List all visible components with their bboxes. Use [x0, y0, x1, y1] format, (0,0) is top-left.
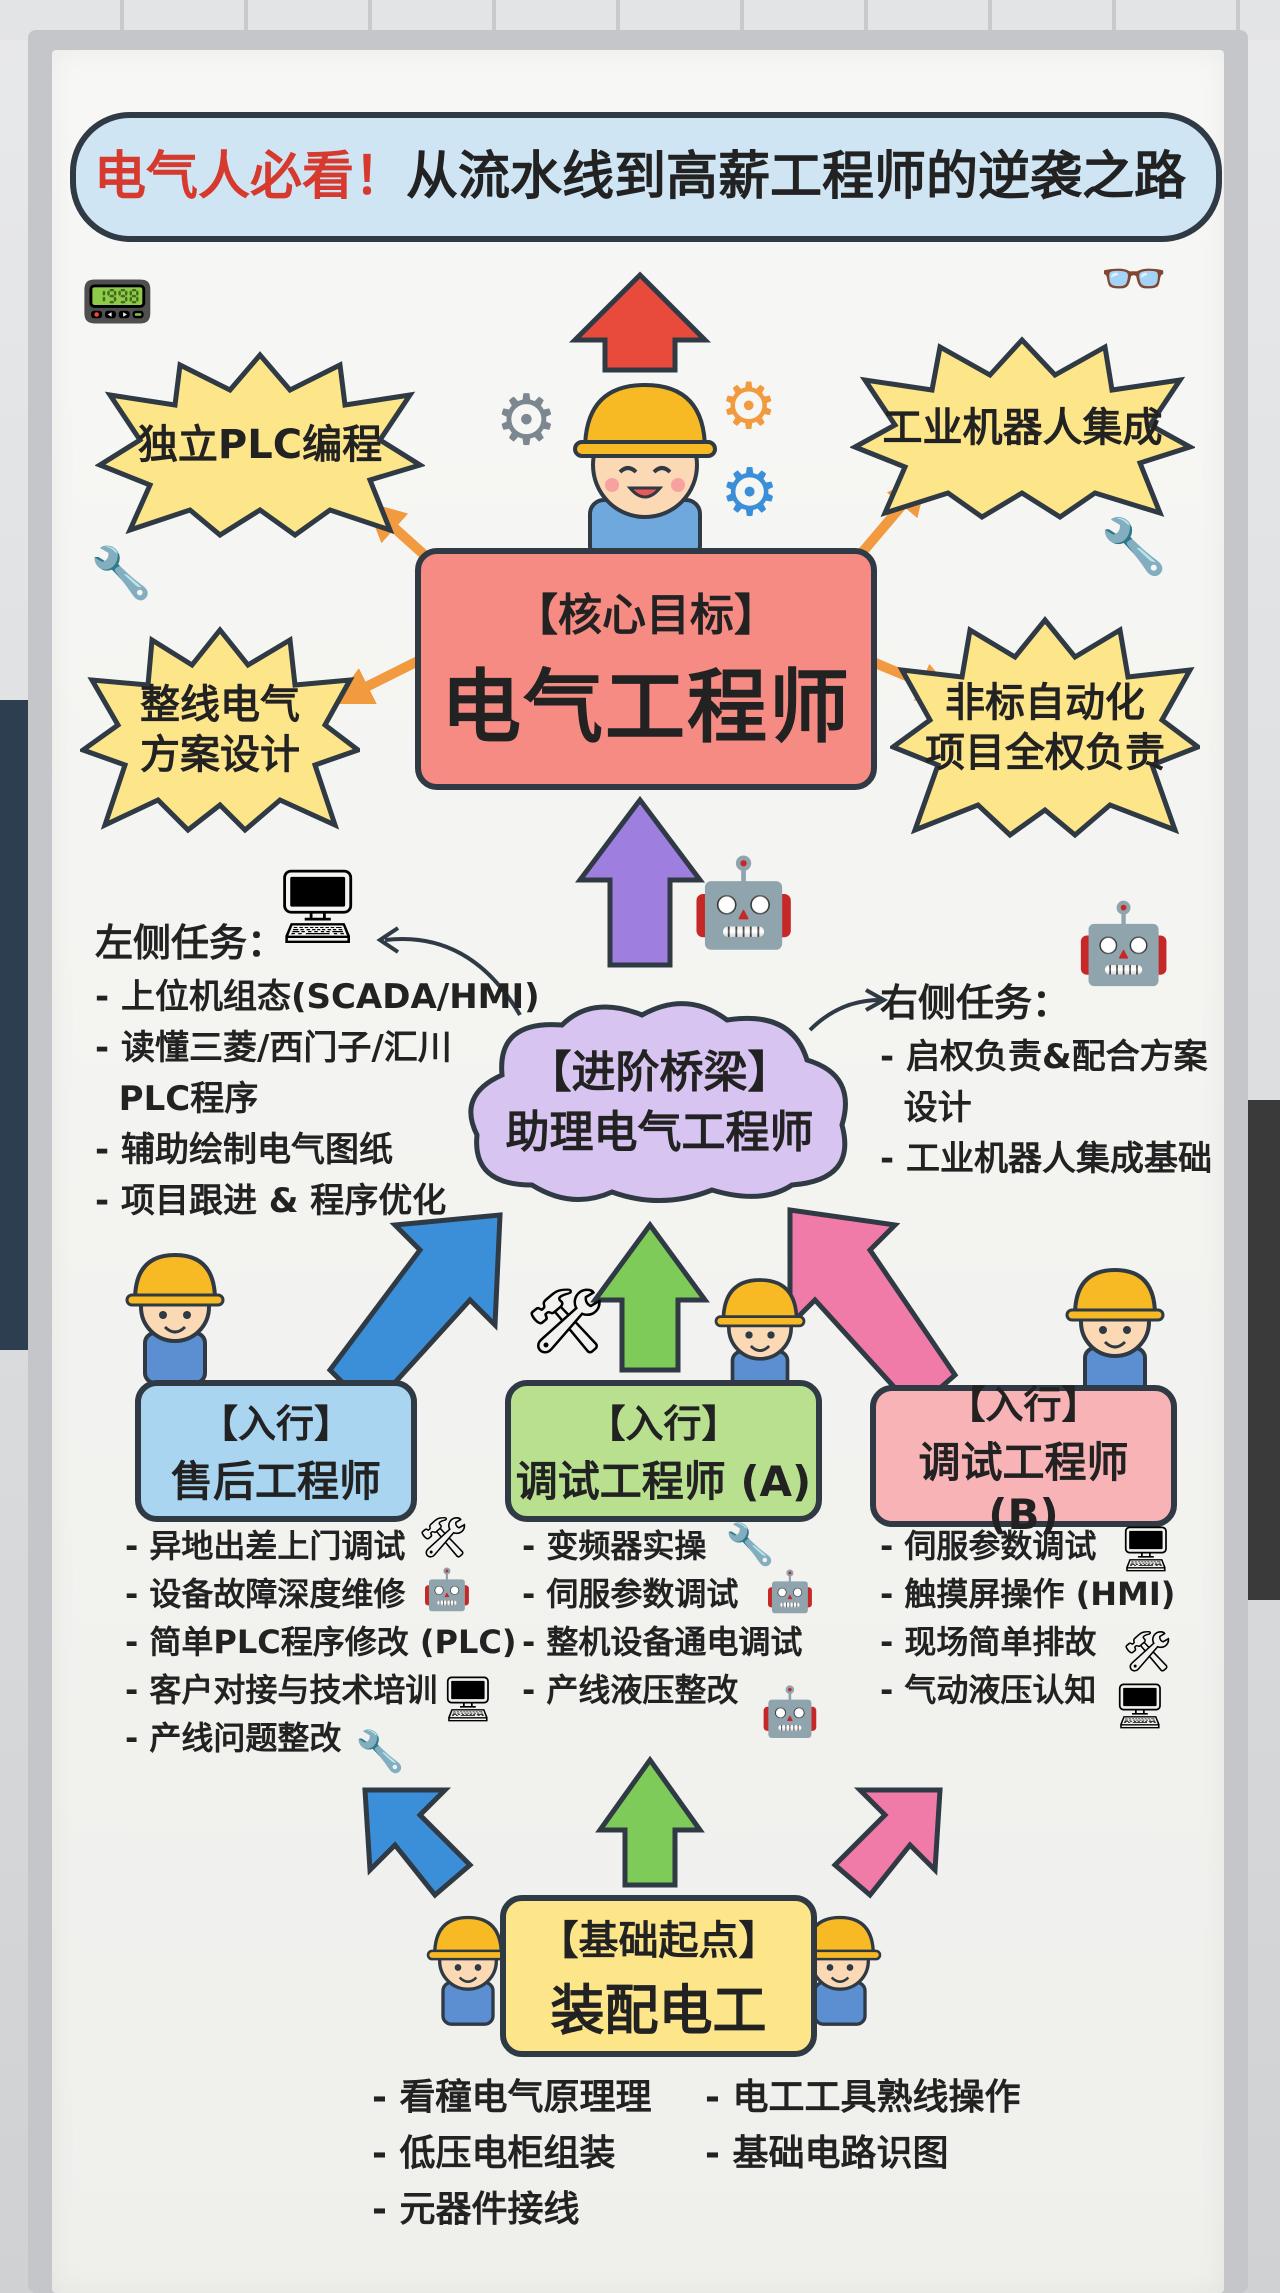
robot-icon: 🤖: [422, 1567, 472, 1613]
title-cloud: [70, 112, 1222, 242]
arrow-up-purple: [575, 795, 705, 968]
list-item: - 启权负责&配合方案: [880, 1037, 1208, 1077]
list-item: - 产线液压整改: [522, 1671, 739, 1709]
list-item: - 设备故障深度维修: [125, 1575, 406, 1613]
goal-robot-integration: 工业机器人集成: [850, 335, 1195, 520]
list-item: - 整机设备通电调试: [522, 1623, 803, 1661]
base-title: 装配电工: [550, 1978, 767, 2042]
bridge-title: 助理电气工程师: [505, 1106, 814, 1158]
entry-title: 售后工程师: [170, 1457, 381, 1506]
core-goal-box: 【核心目标】 电气工程师: [415, 548, 877, 790]
left-tasks: 左侧任务： - 上位机组态(SCADA/HMI) - 读懂三菱/西门子/汇川 P…: [95, 915, 540, 1227]
title-highlight: 电气人必看！: [93, 146, 406, 207]
gear-icon: ⚙: [720, 454, 780, 531]
list-item: - 异地出差上门调试: [125, 1527, 406, 1565]
core-sub: 【核心目标】: [514, 590, 778, 641]
list-item: - 基础电路识图: [705, 2132, 949, 2174]
list-item: - 上位机组态(SCADA/HMI): [95, 977, 540, 1017]
arrow-to-line-design: [332, 655, 423, 704]
entry-after-sales-tasks: - 异地出差上门调试 - 设备故障深度维修 - 简单PLC程序修改 (PLC) …: [125, 1522, 516, 1762]
entry-commissioning-a-tasks: - 变频器实操 - 伺服参数调试 - 整机设备通电调试 - 产线液压整改: [522, 1522, 802, 1714]
monitor-icon: 🖥: [1112, 1681, 1168, 1732]
list-item: - 低压电柜组装: [372, 2132, 616, 2174]
list-item: - 气动液压认知: [880, 1671, 1097, 1709]
base-skills-left: - 看穜电气原理理 - 低压电柜组装 - 元器件接线: [372, 2070, 651, 2237]
monitor-icon: 🖥: [272, 864, 364, 948]
list-item: - 电工工具熟线操作: [705, 2077, 1021, 2118]
list-item: - 现场简单排故: [880, 1623, 1097, 1661]
robot-icon: 🤖: [765, 1569, 815, 1615]
base-sub: 【基础起点】: [538, 1917, 779, 1964]
entry-sub: 【入行】: [587, 1402, 740, 1446]
arrow-up-red: [568, 271, 712, 373]
left-tasks-heading: 左侧任务：: [95, 921, 286, 965]
list-item: - 辅助绘制电气图纸: [95, 1130, 393, 1170]
title-main: 从流水线到高薪工程师的逆袭之路: [406, 146, 1187, 207]
entry-commissioning-b-tasks: - 伺服参数调试 - 触摸屏操作 (HMI) - 现场简单排故 - 气动液压认知: [880, 1522, 1175, 1714]
arrow-to-right-tasks: [808, 998, 881, 1032]
right-tasks: 右侧任务： - 启权负责&配合方案 设计 - 工业机器人集成基础: [880, 975, 1212, 1185]
goal-label: 非标自动化 项目全权负责: [925, 679, 1165, 776]
goal-label: 整线电气 方案设计: [140, 682, 300, 778]
bridge-cloud: 【进阶桥梁】 助理电气工程师: [462, 1000, 857, 1205]
goal-label: 独立PLC编程: [137, 422, 383, 468]
gear-icon: ⚙: [495, 379, 558, 461]
goal-label: 工业机器人集成: [882, 404, 1163, 451]
entry-sub: 【入行】: [199, 1402, 352, 1446]
list-item: - 看穜电气原理理: [372, 2077, 652, 2118]
monitor-icon: 🖥: [440, 1674, 496, 1725]
list-item: - 伺服参数调试: [880, 1527, 1097, 1565]
entry-after-sales-box: 【入行】 售后工程师: [135, 1380, 417, 1522]
hardhat-worker-icon: [426, 1915, 510, 2026]
list-item: PLC程序: [95, 1079, 259, 1119]
base-start-box: 【基础起点】 装配电工: [500, 1895, 817, 2057]
list-item: - 触摸屏操作 (HMI): [880, 1575, 1176, 1613]
entry-title: 调试工程师 (B): [918, 1437, 1129, 1539]
list-item: - 产线问题整改: [125, 1719, 342, 1757]
goal-nonstandard-projects: 非标自动化 项目全权负责: [890, 615, 1200, 840]
wrench-icon: 🔧: [1100, 515, 1168, 578]
tools-icon: 🛠: [418, 1515, 469, 1561]
wrench-icon: 🔧: [355, 1729, 405, 1775]
list-item: - 简单PLC程序修改 (PLC): [125, 1623, 517, 1661]
page-title: 电气人必看！ 从流水线到高薪工程师的逆袭之路: [70, 112, 1210, 230]
glasses-icon: 👓: [1100, 247, 1168, 310]
tools-icon: 🛠: [525, 1285, 607, 1359]
hardhat-worker-icon: [125, 1252, 225, 1385]
arrow-to-left-tasks: [384, 937, 522, 1017]
core-title: 电气工程师: [441, 661, 851, 754]
robot-icon: 🤖: [1075, 899, 1173, 989]
entry-title: 调试工程师 (A): [515, 1457, 812, 1506]
list-item: - 读懂三菱/西门子/汇川: [95, 1028, 452, 1068]
wrench-icon: 🔧: [725, 1522, 775, 1568]
list-item: - 工业机器人集成基础: [880, 1139, 1212, 1179]
bridge-sub: 【进阶桥梁】: [527, 1047, 792, 1099]
arrow-green-upper: [590, 1220, 710, 1373]
hardhat-worker-icon: [573, 382, 717, 560]
list-item: - 客户对接与技术培训: [125, 1671, 438, 1709]
monitor-icon: 📟: [80, 267, 155, 337]
list-item: - 项目跟进 & 程序优化: [95, 1181, 447, 1221]
list-item: - 元器件接线: [372, 2188, 580, 2230]
entry-sub: 【入行】: [947, 1382, 1100, 1427]
wrench-icon: 🔧: [90, 544, 153, 602]
list-item: - 伺服参数调试: [522, 1575, 739, 1613]
arrow-pink-lower: [831, 1787, 943, 1899]
tools-icon: 🛠: [1122, 1629, 1173, 1675]
monitor-icon: 🖥: [1118, 1524, 1174, 1575]
entry-commissioning-b-box: 【入行】 调试工程师 (B): [870, 1383, 1177, 1539]
goal-line-design: 整线电气 方案设计: [80, 625, 360, 835]
entry-commissioning-a-box: 【入行】 调试工程师 (A): [505, 1380, 822, 1522]
list-item: - 变频器实操: [522, 1527, 707, 1565]
gear-icon: ⚙: [720, 370, 778, 444]
robot-icon: 🤖: [760, 1684, 820, 1740]
arrow-green-lower: [595, 1755, 705, 1888]
arrow-blue-lower: [362, 1787, 474, 1899]
robot-icon: 🤖: [690, 853, 798, 953]
base-skills-right: - 电工工具熟线操作 - 基础电路识图: [705, 2070, 1020, 2182]
right-tasks-heading: 右侧任务：: [880, 981, 1071, 1025]
goal-plc-programming: 独立PLC编程: [95, 350, 425, 540]
list-item: 设计: [880, 1088, 972, 1128]
